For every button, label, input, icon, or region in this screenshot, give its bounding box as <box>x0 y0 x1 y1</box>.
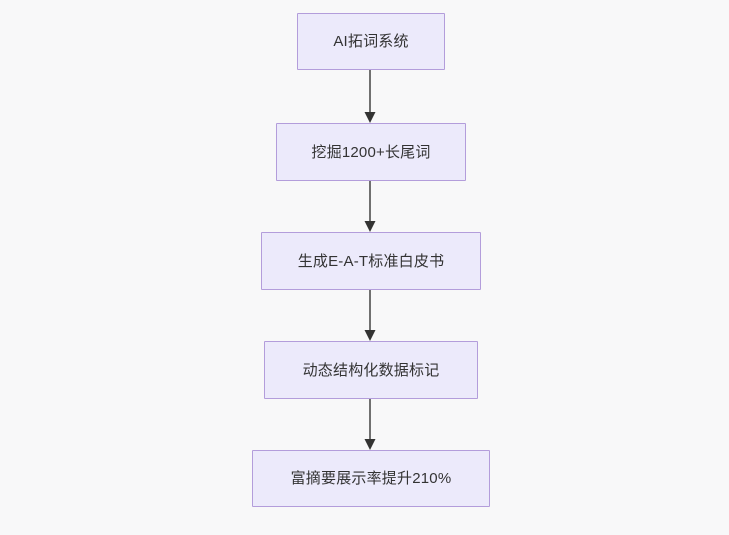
flowchart-node-3[interactable]: 生成E-A-T标准白皮书 <box>261 232 481 290</box>
flowchart-node-4[interactable]: 动态结构化数据标记 <box>264 341 478 399</box>
edge-arrow-icon <box>364 70 376 123</box>
flowchart-node-1-label: AI拓词系统 <box>333 33 409 50</box>
flowchart-node-5[interactable]: 富摘要展示率提升210% <box>252 450 490 507</box>
flowchart-node-2[interactable]: 挖掘1200+长尾词 <box>276 123 466 181</box>
flowchart-node-5-label: 富摘要展示率提升210% <box>290 470 452 487</box>
edge-node1-to-node2 <box>361 70 379 130</box>
flowchart-node-3-label: 生成E-A-T标准白皮书 <box>297 252 445 270</box>
flowchart-node-4-label: 动态结构化数据标记 <box>302 361 440 379</box>
flowchart-node-2-label: 挖掘1200+长尾词 <box>311 143 431 161</box>
flowchart-node-1[interactable]: AI拓词系统 <box>297 13 445 70</box>
